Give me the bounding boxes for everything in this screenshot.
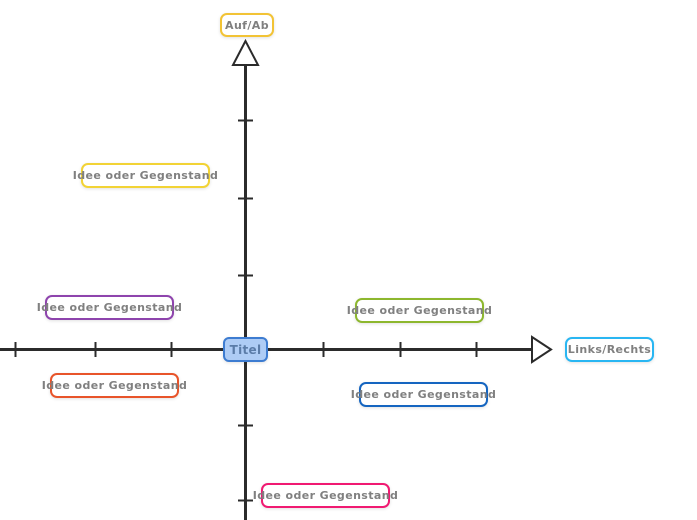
idea-node-label: Idee oder Gegenstand [72, 169, 219, 182]
vertical-axis-label-text: Auf/Ab [225, 18, 269, 32]
horizontal-axis-label-text: Links/Rechts [567, 343, 652, 356]
idea-node-label: Idee oder Gegenstand [41, 379, 188, 392]
idea-node[interactable]: Idee oder Gegenstand [351, 382, 496, 407]
idea-node-label: Idee oder Gegenstand [252, 489, 399, 502]
idea-node-label: Idee oder Gegenstand [350, 388, 497, 401]
idea-node[interactable]: Idee oder Gegenstand [73, 163, 218, 188]
horizontal-axis-arrowhead [531, 335, 553, 364]
idea-node[interactable]: Idee oder Gegenstand [347, 298, 492, 323]
idea-node-label: Idee oder Gegenstand [36, 301, 183, 314]
idea-node[interactable]: Idee oder Gegenstand [42, 373, 187, 398]
center-title-text: Titel [229, 342, 262, 357]
vertical-axis-label[interactable]: Auf/Ab [220, 13, 274, 37]
horizontal-axis-label[interactable]: Links/Rechts [565, 337, 654, 362]
center-title-node[interactable]: Titel [223, 337, 268, 362]
idea-node[interactable]: Idee oder Gegenstand [37, 295, 182, 320]
vertical-axis-arrowhead [231, 38, 260, 66]
idea-node-label: Idee oder Gegenstand [346, 304, 493, 317]
idea-node[interactable]: Idee oder Gegenstand [253, 483, 398, 508]
